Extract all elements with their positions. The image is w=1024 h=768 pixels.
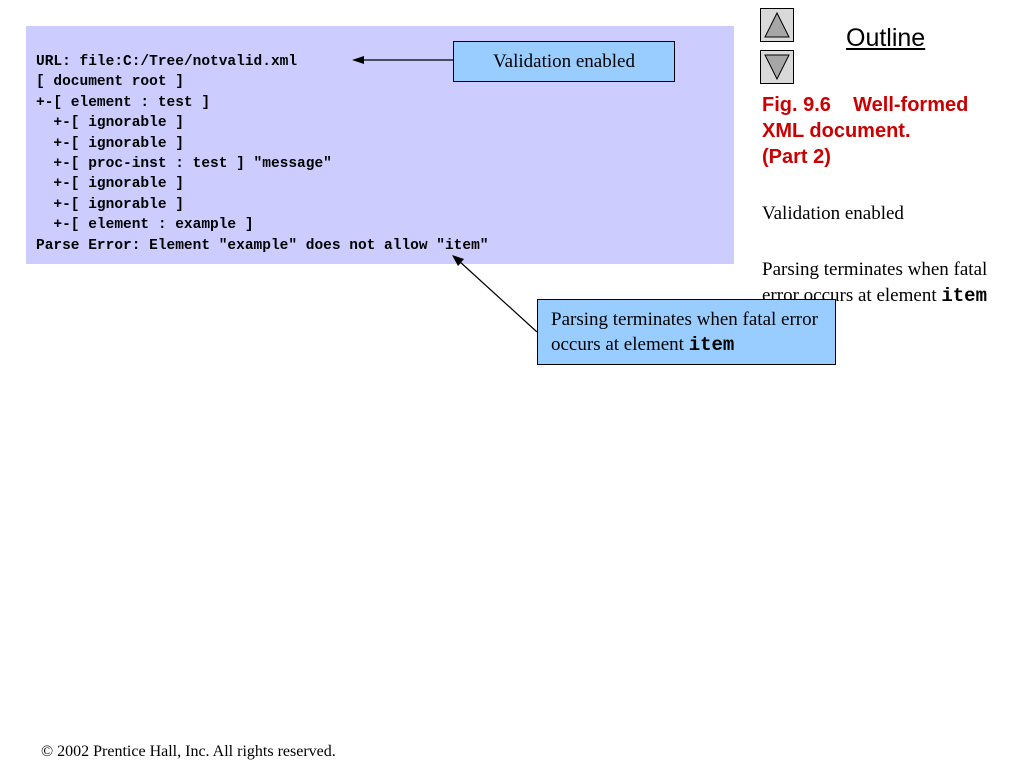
code-line: +-[ ignorable ] xyxy=(36,176,184,193)
parse-error-callout: Parsing terminates when fatal error occu… xyxy=(537,299,836,365)
next-slide-button[interactable] xyxy=(760,50,794,84)
code-line: [ document root ] xyxy=(36,74,184,91)
parse-error-callout-text: Parsing terminates when fatal error occu… xyxy=(551,309,818,355)
code-line: +-[ proc-inst : test ] "message" xyxy=(36,155,332,172)
code-output-text: URL: file:C:/Tree/notvalid.xml [ document… xyxy=(36,52,488,256)
code-line: +-[ element : test ] xyxy=(36,94,211,111)
validation-callout: Validation enabled xyxy=(453,41,675,82)
parse-arrow-line xyxy=(458,260,538,333)
figure-title: Fig. 9.6 Well-formed XML document. (Part… xyxy=(762,92,1012,170)
triangle-up-icon xyxy=(764,11,790,38)
figure-title-line: (Part 2) xyxy=(762,146,831,168)
parse-error-callout-code: item xyxy=(688,334,735,356)
code-line: +-[ ignorable ] xyxy=(36,135,184,152)
figure-title-line: Fig. 9.6 Well-formed xyxy=(762,94,969,116)
side-note-validation: Validation enabled xyxy=(762,203,904,224)
previous-slide-button[interactable] xyxy=(760,8,794,42)
outline-link[interactable]: Outline xyxy=(846,24,926,52)
code-line: +-[ ignorable ] xyxy=(36,115,184,132)
copyright-footer: © 2002 Prentice Hall, Inc. All rights re… xyxy=(41,743,336,760)
validation-callout-text: Validation enabled xyxy=(493,51,635,72)
validation-arrowhead xyxy=(352,56,364,64)
triangle-down-icon xyxy=(764,54,790,81)
code-line: Parse Error: Element "example" does not … xyxy=(36,237,489,254)
code-line: +-[ element : example ] xyxy=(36,217,254,234)
code-line: URL: file:C:/Tree/notvalid.xml xyxy=(36,54,298,70)
figure-title-line: XML document. xyxy=(762,120,911,142)
parse-arrowhead xyxy=(452,255,464,266)
code-line: +-[ ignorable ] xyxy=(36,196,184,213)
side-note-parsing-code: item xyxy=(941,285,987,307)
